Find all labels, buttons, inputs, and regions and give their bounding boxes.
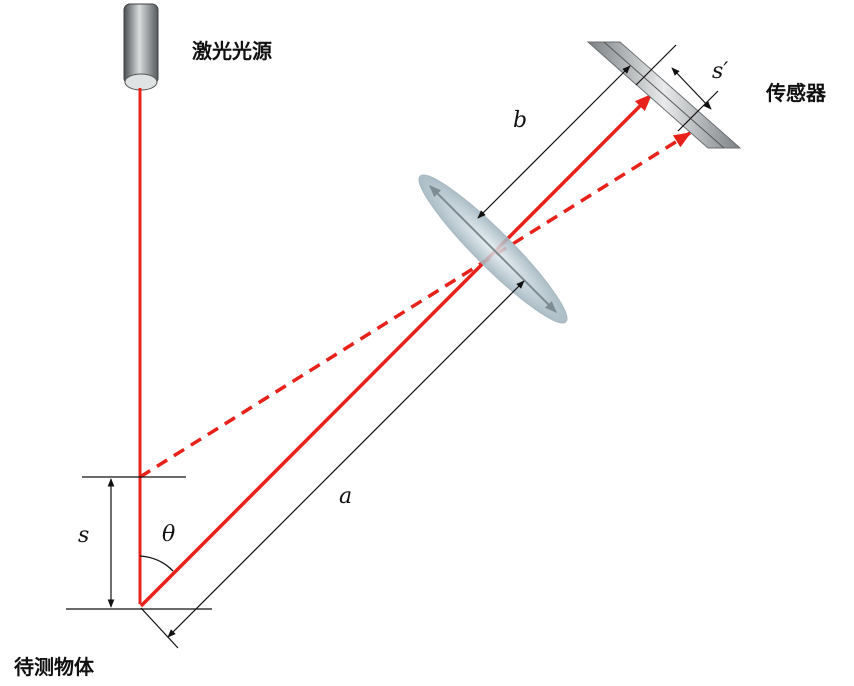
sensor-label: 传感器 — [765, 81, 827, 105]
angle-theta-arc — [139, 555, 174, 572]
dimension-s-prime-label: s′ — [712, 59, 728, 84]
displaced-beam-dashed — [139, 131, 692, 479]
laser-source-icon — [123, 3, 159, 91]
dimension-b-label: b — [513, 108, 527, 133]
target-object-label: 待测物体 — [14, 655, 95, 679]
dimension-s-prime-line — [671, 67, 712, 110]
angle-theta-label: θ — [162, 522, 175, 547]
sensor-icon — [586, 41, 742, 149]
reflected-beam — [139, 93, 653, 608]
dimension-b-line — [477, 65, 631, 219]
lens-icon — [418, 174, 568, 324]
laser-source-label: 激光光源 — [192, 39, 272, 63]
sensor-tick-1 — [635, 44, 677, 86]
dimension-s-label: s — [78, 523, 89, 548]
dimension-a-ext — [140, 607, 179, 649]
dimension-a-label: a — [339, 484, 352, 509]
dimension-a-line — [167, 280, 525, 638]
